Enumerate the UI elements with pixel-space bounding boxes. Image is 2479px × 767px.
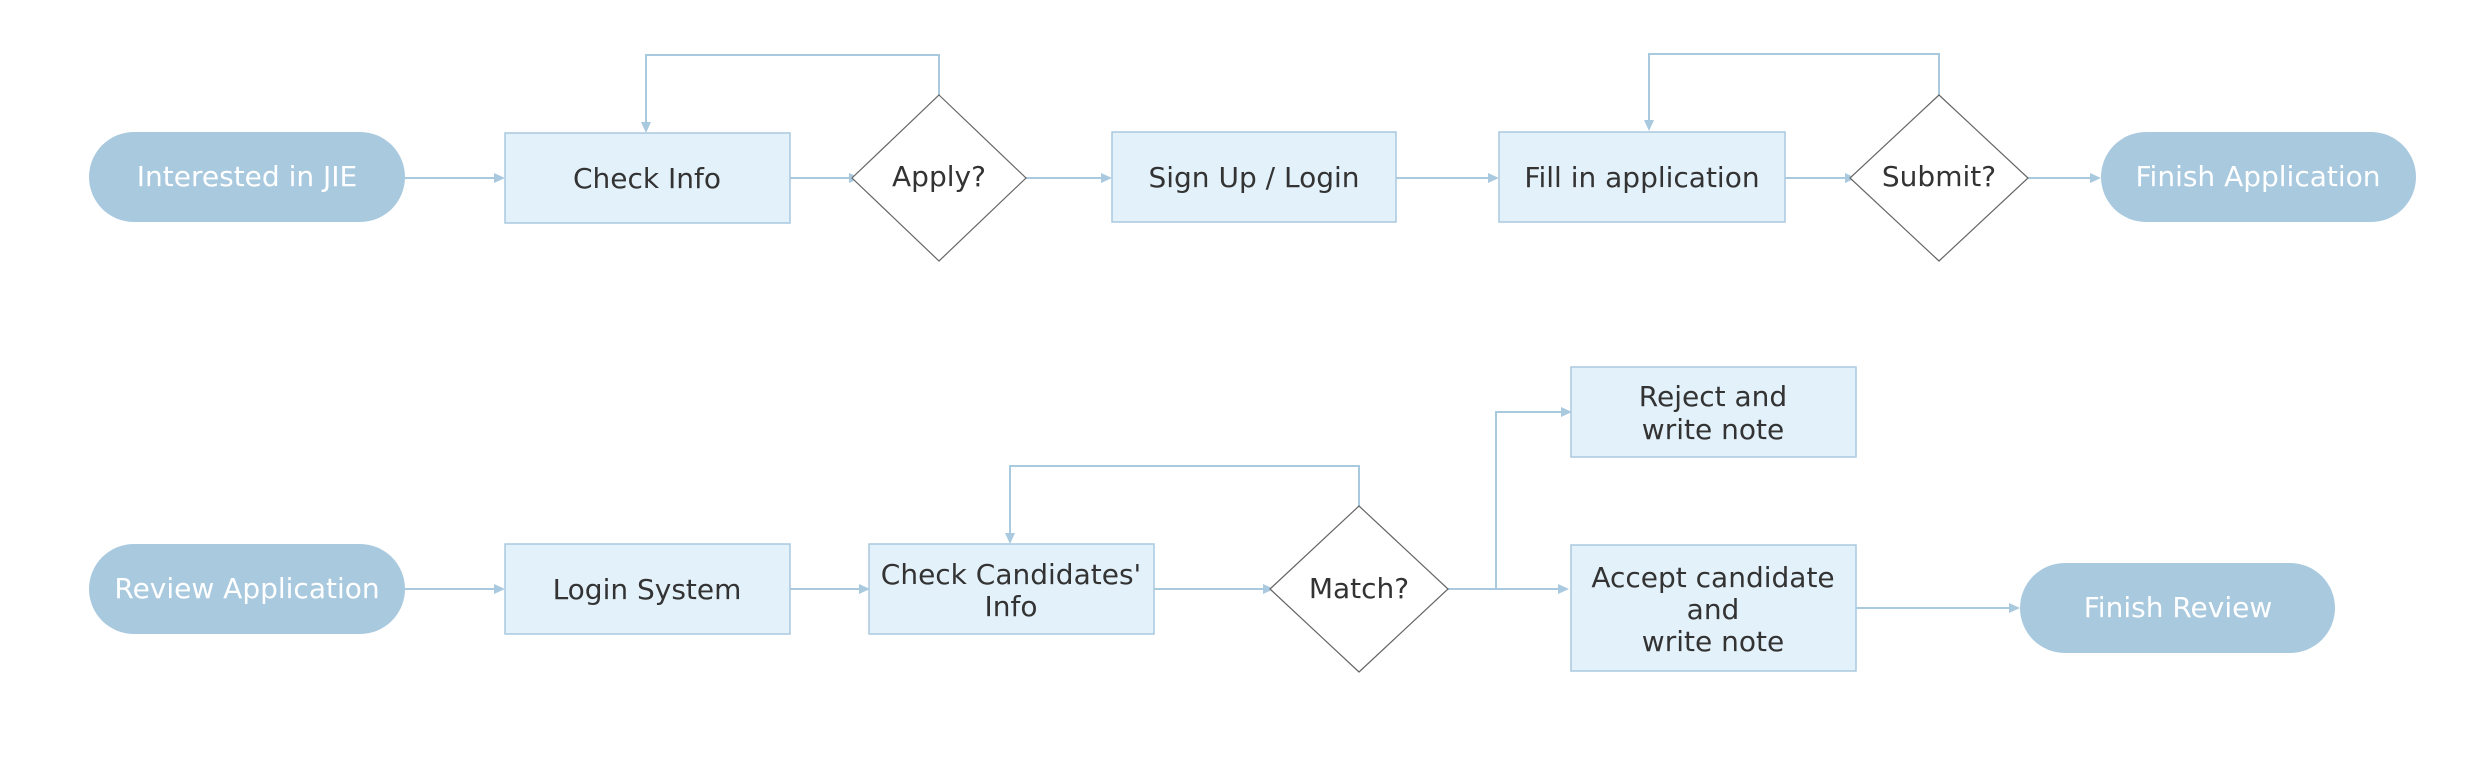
node-login-system: Login System (504, 543, 791, 635)
node-interested-in-jie: Interested in JIE (89, 132, 405, 222)
signup-label: Sign Up / Login (1148, 161, 1359, 194)
arrowheads-row-1 (494, 120, 2101, 183)
interested-label: Interested in JIE (137, 160, 357, 193)
node-reject-and-write-note: Reject and write note (1570, 366, 1857, 458)
node-review-application: Review Application (89, 544, 405, 634)
match-label: Match? (1309, 572, 1409, 605)
node-check-info: Check Info (504, 132, 791, 224)
edge-match-reject (1495, 411, 1564, 589)
finish-app-label: Finish Application (2135, 160, 2380, 193)
check-cand-line-1: Check Candidates' (881, 558, 1141, 591)
accept-line-1: Accept candidate (1591, 561, 1834, 594)
node-match-decision: Match? (1269, 505, 1449, 673)
node-finish-application: Finish Application (2101, 132, 2416, 222)
connectors-row-2 (404, 411, 2012, 609)
node-fill-in-application: Fill in application (1498, 131, 1786, 223)
review-app-label: Review Application (114, 572, 379, 605)
login-system-label: Login System (553, 573, 742, 606)
node-check-candidates-info: Check Candidates' Info (868, 543, 1155, 635)
accept-line-3: write note (1642, 625, 1784, 658)
connectors-row-1 (404, 53, 2093, 179)
reject-line-2: write note (1642, 413, 1784, 446)
check-info-label: Check Info (573, 162, 721, 195)
node-apply-decision: Apply? (851, 94, 1027, 262)
loop-match-checkcand (1009, 465, 1360, 537)
reject-line-1: Reject and (1639, 380, 1787, 413)
loop-submit-fill (1648, 53, 1940, 124)
fill-app-label: Fill in application (1524, 161, 1759, 194)
check-cand-line-2: Info (985, 590, 1038, 623)
node-finish-review: Finish Review (2020, 563, 2335, 653)
node-sign-up-login: Sign Up / Login (1111, 131, 1397, 223)
loop-apply-checkinfo (645, 54, 940, 126)
node-accept-candidate: Accept candidate and write note (1570, 544, 1857, 672)
node-submit-decision: Submit? (1849, 94, 2029, 262)
accept-line-2: and (1687, 593, 1740, 626)
submit-label: Submit? (1882, 160, 1996, 193)
arrowheads-row-2 (494, 407, 2020, 613)
finish-review-label: Finish Review (2084, 591, 2273, 624)
apply-label: Apply? (892, 160, 986, 193)
